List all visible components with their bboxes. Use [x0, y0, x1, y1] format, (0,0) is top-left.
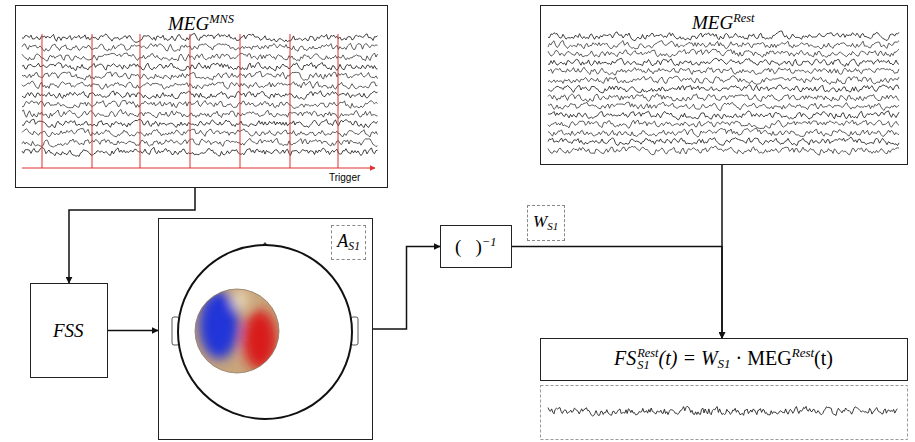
node-text: S1	[547, 220, 558, 232]
index-stack: RestS1	[637, 348, 658, 372]
signal-trace	[548, 41, 899, 49]
node-text: MEG	[168, 13, 209, 34]
label-box: WS1	[527, 205, 565, 241]
node-text: −1	[482, 235, 497, 249]
node-text: Rest	[792, 345, 814, 360]
signal-trace	[22, 53, 378, 61]
signal-trace	[22, 81, 378, 89]
process-box: MEGRest	[540, 5, 908, 165]
signal-trace	[22, 71, 378, 80]
node-text: (t)	[814, 347, 833, 369]
signal-trace	[548, 76, 899, 84]
axis-label: Trigger	[328, 172, 361, 183]
node-text: MEG	[692, 12, 733, 33]
signal-trace	[548, 85, 899, 93]
node-text: Rest	[733, 11, 754, 25]
trigger-line	[338, 34, 339, 168]
text-line: ( )−1	[455, 236, 496, 256]
flow-arrow	[69, 188, 195, 283]
signal-trace	[548, 146, 899, 155]
text-line: WS1	[533, 213, 558, 232]
node-text: ( )	[455, 236, 482, 257]
trigger-line	[290, 34, 291, 168]
meg-traces	[548, 31, 899, 155]
node-text: S1	[718, 356, 731, 371]
trigger-line	[92, 34, 93, 168]
process-box: AS1	[158, 218, 373, 440]
signal-trace	[22, 147, 378, 156]
trigger-line	[42, 34, 43, 168]
signal-trace	[548, 67, 899, 75]
node-text: W	[533, 212, 547, 231]
signal-trace	[22, 138, 378, 147]
flow-arrow	[512, 247, 722, 339]
signal-trace	[548, 102, 899, 110]
flow-arrow	[721, 165, 723, 338]
signal-trace	[22, 33, 378, 42]
signal-trace	[22, 101, 378, 109]
trigger-axis	[22, 168, 375, 169]
signal-trace	[548, 128, 899, 137]
signal-trace	[548, 137, 899, 146]
node-text: (t) = W	[659, 347, 718, 369]
signal-trace	[548, 49, 899, 57]
node-text: S1	[637, 360, 658, 372]
node-text: S1	[348, 240, 360, 253]
output-trace	[548, 406, 897, 416]
text-line: MEGMNS	[168, 13, 234, 33]
signal-trace	[548, 120, 899, 129]
process-box: MEGMNS	[15, 5, 388, 188]
text-line: FSRestS1(t) = WS1 · MEGRest(t)	[614, 346, 833, 372]
trigger-line	[190, 34, 191, 168]
node-text: A	[337, 231, 348, 251]
output-frame	[541, 386, 908, 440]
signal-trace	[548, 58, 899, 66]
text-line: AS1	[331, 225, 366, 260]
head-map	[172, 243, 358, 419]
flow-arrow	[373, 247, 440, 330]
trigger-line	[140, 34, 141, 168]
signal-trace	[548, 111, 899, 120]
trigger-lines	[42, 34, 338, 168]
node-text: FSS	[53, 320, 84, 341]
signal-trace	[22, 110, 378, 119]
signal-trace	[22, 43, 378, 51]
meg-traces	[22, 33, 378, 156]
process-box: FSRestS1(t) = WS1 · MEGRest(t)	[540, 338, 908, 381]
flow-arrow	[108, 330, 158, 332]
text-line: FSS	[53, 321, 84, 340]
process-box: ( )−1	[440, 225, 512, 268]
node-text: FS	[614, 347, 636, 369]
trigger-line	[240, 34, 241, 168]
node-text: MNS	[209, 12, 234, 26]
process-box: FSS	[30, 283, 108, 378]
signal-trace	[548, 94, 899, 102]
signal-trace	[22, 119, 378, 127]
text-line: MEGRest	[692, 12, 754, 32]
signal-trace	[22, 129, 378, 137]
node-text: Rest	[637, 348, 658, 360]
signal-trace	[548, 406, 897, 416]
signal-trace	[22, 62, 378, 70]
node-text: · MEG	[731, 347, 792, 369]
signal-trace	[22, 91, 378, 100]
